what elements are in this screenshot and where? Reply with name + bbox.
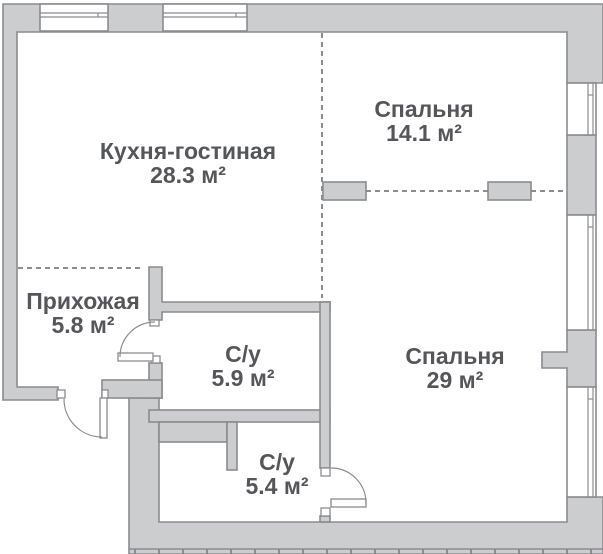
bathroom1-left-and-top-wall: [148, 266, 331, 321]
window-right-2-glass: [587, 215, 594, 330]
entrance-door-arc: [63, 398, 103, 438]
exterior-wall-top-left: [2, 3, 603, 401]
bathroom2-door-arc: [330, 467, 367, 504]
bathroom2-wall-stub: [226, 421, 238, 471]
room-name: Кухня-гостиная: [99, 138, 277, 164]
room-label-kitchen-living: Кухня-гостиная 28.3 м²: [100, 139, 276, 187]
window-right-3-glass: [587, 387, 594, 497]
room-area: 14.1 м²: [386, 120, 462, 146]
bathroom-right-wall-upper: [319, 301, 331, 469]
room-area: 29 м²: [426, 367, 484, 393]
bathroom-right-wall-lower: [319, 515, 331, 523]
right-wall-pier-2-with-tab: [541, 329, 597, 388]
room-label-bedroom-1: Спальня 14.1 м²: [374, 97, 473, 145]
room-area: 28.3 м²: [150, 162, 226, 188]
bathroom1-door-leaf: [117, 352, 154, 362]
hallway-bottom-wall-block: [101, 379, 163, 399]
bathroom1-bottom-wall: [148, 409, 331, 423]
room-area: 5.4 м²: [245, 473, 309, 499]
room-label-bathroom-1: С/у 5.9 м²: [211, 342, 274, 390]
room-label-bathroom-2: С/у 5.4 м²: [245, 450, 308, 498]
right-wall-pier-1: [566, 134, 597, 216]
bathroom2-door-leaf: [330, 498, 367, 508]
window-right-1-glass: [587, 83, 594, 135]
room-label-bedroom-2: Спальня 29 м²: [405, 344, 504, 392]
room-name: Спальня: [405, 343, 505, 369]
door-frame: [320, 467, 331, 477]
entrance-door-leaf: [99, 397, 108, 439]
room-name: Прихожая: [26, 288, 140, 314]
room-area: 5.8 м²: [51, 312, 115, 338]
window-top-2-glass: [163, 12, 247, 18]
door-frame: [56, 389, 66, 399]
room-name: Спальня: [374, 96, 474, 122]
room-area: 5.9 м²: [211, 365, 275, 391]
door-frame: [320, 507, 331, 517]
window-top-1-glass: [40, 12, 108, 18]
bathroom2-top-wall: [158, 421, 228, 443]
planned-partition-block-1: [322, 181, 367, 201]
door-frame: [149, 319, 160, 327]
planned-partition-block-2: [487, 181, 532, 201]
window-right-3: [566, 386, 597, 498]
room-name: С/у: [259, 449, 295, 475]
window-right-1: [566, 82, 597, 136]
room-name: С/у: [225, 341, 261, 367]
room-label-hallway: Прихожая 5.8 м²: [26, 289, 139, 337]
bathroom1-door-arc: [119, 321, 156, 358]
door-frame: [101, 389, 109, 399]
window-right-2: [566, 214, 597, 331]
